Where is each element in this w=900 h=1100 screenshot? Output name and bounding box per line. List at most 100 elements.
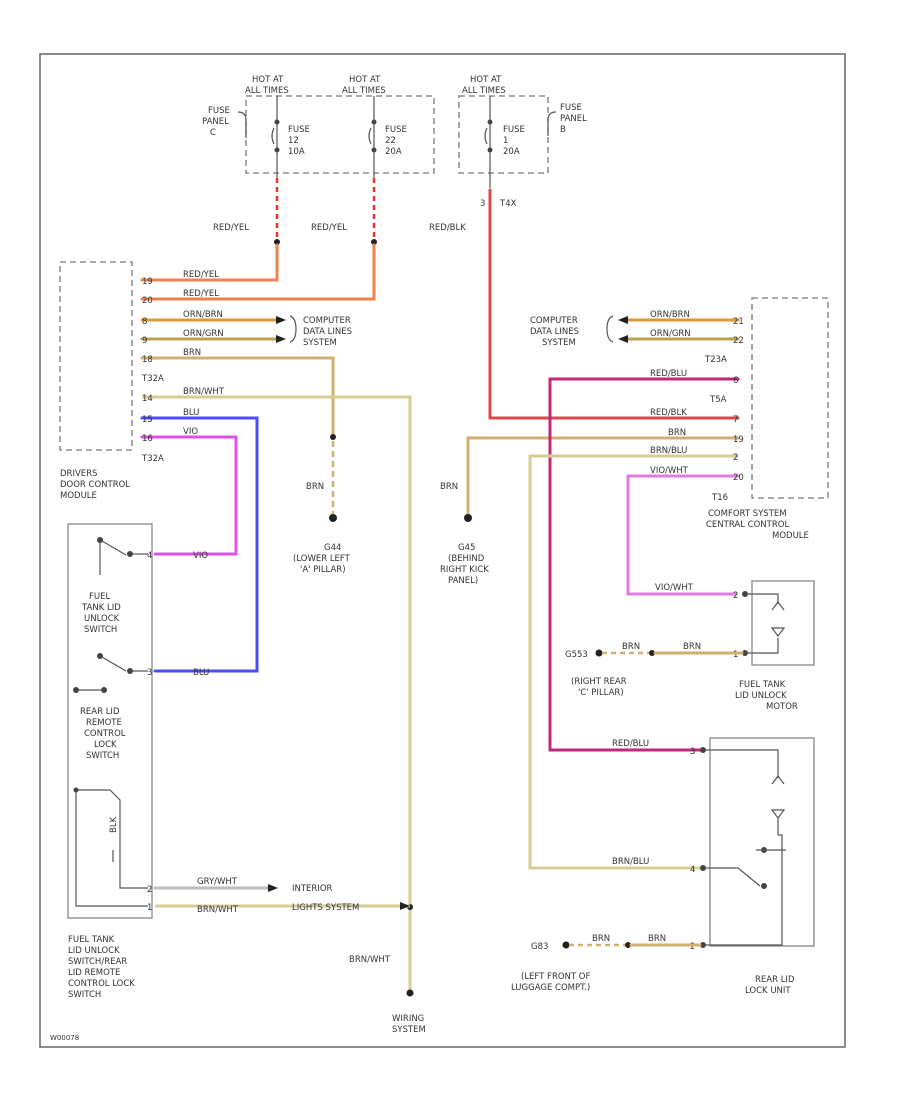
switch-fuel-label-4: SWITCH [84, 625, 117, 635]
comfort-wire-label-6: BRN/BLU [650, 446, 687, 456]
switch-name-3: SWITCH/REAR [68, 957, 127, 967]
g45-label-2: (BEHIND [448, 554, 485, 564]
comfort-wire-label-3: RED/BLU [650, 369, 687, 379]
comfort-wire-label-2: ORN/GRN [650, 329, 691, 339]
driver-wire-label-4: ORN/GRN [183, 329, 224, 339]
comfort-wire-label-1: ORN/BRN [650, 310, 690, 320]
rear-lock-pin-4: 4 [690, 865, 695, 875]
comfort-wire-label-7: VIO/WHT [650, 466, 689, 476]
hot-label-2b: ALL TIMES [342, 86, 386, 96]
fuse-panel-b-label-3: B [560, 125, 566, 135]
switch-rear-label-1: REAR LID [80, 707, 120, 717]
g45-label-1: G45 [458, 543, 475, 553]
driver-pin-20: 20 [142, 296, 153, 306]
fuse-panel-c-label-3: C [210, 128, 216, 138]
comfort-data-lines-1: COMPUTER [530, 316, 578, 326]
driver-pin-18: 18 [142, 355, 153, 365]
switch-name-4: LID REMOTE [68, 968, 120, 978]
comfort-connector-t5a: T5A [709, 395, 727, 405]
hot-label-1a: HOT AT [252, 75, 284, 85]
switch-rear-label-5: SWITCH [86, 751, 119, 761]
figure-id: W00078 [50, 1034, 79, 1042]
driver-pin-19: 19 [142, 277, 153, 287]
interior-label-1: INTERIOR [292, 884, 333, 894]
fuse-12-label-1: FUSE [288, 125, 310, 135]
fuel-motor-pin-2: 2 [733, 591, 738, 601]
fuel-motor-name-3: MOTOR [766, 702, 798, 712]
driver-module-name-2: DOOR CONTROL [60, 480, 130, 490]
fuse-12-label-2: 12 [288, 136, 299, 146]
driver-data-lines-3: SYSTEM [303, 338, 337, 348]
driver-data-lines-1: COMPUTER [303, 316, 351, 326]
fuse-12-label-3: 10A [288, 147, 305, 157]
g45-label-3: RIGHT KICK [440, 565, 489, 575]
driver-module-name-3: MODULE [60, 491, 97, 501]
wiring-system-label-1: WIRING [392, 1014, 424, 1024]
driver-wire-label-2: RED/YEL [183, 289, 219, 299]
fuse-1-label-1: FUSE [503, 125, 525, 135]
interior-lights-ref: INTERIOR LIGHTS SYSTEM [292, 884, 359, 913]
t4x-pin: 3 [480, 199, 485, 209]
diagram-frame [39, 53, 846, 1048]
driver-wire-label-1: RED/YEL [183, 270, 219, 280]
switch-pin-2: 2 [147, 885, 152, 895]
wire-label-red-yel-1: RED/YEL [213, 223, 249, 233]
switch-rear-label-3: CONTROL [84, 729, 126, 739]
fuse-panel-c-label-1: FUSE [208, 106, 230, 116]
driver-wire-label-3: ORN/BRN [183, 310, 223, 320]
g553-brn-b: BRN [683, 642, 701, 652]
t4x-connector: T4X [499, 199, 517, 209]
switch-name-1: FUEL TANK [68, 935, 115, 945]
wiring-system-ref: WIRING SYSTEM [392, 1014, 426, 1035]
driver-pin-9: 9 [142, 336, 147, 346]
driver-connector-t32a-2: T32A [141, 454, 164, 464]
hot-label-3a: HOT AT [470, 75, 502, 85]
wire-label-brn-g44: BRN [306, 482, 324, 492]
fuse-panel-b-label-2: PANEL [560, 114, 587, 124]
wiring-system-label-2: SYSTEM [392, 1025, 426, 1035]
comfort-wire-label-5: BRN [668, 428, 686, 438]
wire-label-brn-wht-main: BRN/WHT [349, 955, 391, 965]
g44-label-2: (LOWER LEFT [293, 554, 351, 564]
g83-brn-a: BRN [592, 934, 610, 944]
switch-name-2: LID UNLOCK [68, 946, 120, 956]
rear-lock-wire-top: RED/BLU [612, 739, 649, 749]
g83-loc-2: LUGGAGE COMPT.) [511, 983, 590, 993]
comfort-wire-label-4: RED/BLK [650, 408, 687, 418]
switch-vio-label: VIO [193, 551, 208, 561]
ground-g44: G44 (LOWER LEFT 'A' PILLAR) [293, 543, 351, 575]
driver-wire-label-6: BRN/WHT [183, 387, 225, 397]
g83-label: G83 [531, 942, 548, 952]
fuel-motor-name-1: FUEL TANK [739, 680, 786, 690]
comfort-module-name-2: CENTRAL CONTROL [706, 520, 789, 530]
fuse-panel-b: HOT AT ALL TIMES FUSE PANEL B FUSE 1 20A… [458, 75, 587, 209]
g45-label-4: PANEL) [448, 576, 478, 586]
switch-rear-label-4: LOCK [94, 740, 117, 750]
g44-label-3: 'A' PILLAR) [300, 565, 346, 575]
driver-wire-label-7: BLU [183, 408, 199, 418]
hot-label-3b: ALL TIMES [462, 86, 506, 96]
switch-pin-1: 1 [147, 903, 152, 913]
rear-lock-pin-2: 2 [690, 942, 695, 952]
rear-lock-name-1: REAR LID [755, 975, 795, 985]
fuse-22-label-2: 22 [385, 136, 396, 146]
rear-lid-lock-unit: 3 4 2 RED/BLU BRN/BLU REAR LID LOCK UNIT [612, 737, 815, 996]
rear-lock-wire-mid: BRN/BLU [612, 857, 649, 867]
driver-pin-8: 8 [142, 317, 147, 327]
switch-rear-label-2: REMOTE [86, 718, 122, 728]
wire-label-brn-g45: BRN [440, 482, 458, 492]
fuse-22-label-1: FUSE [385, 125, 407, 135]
switch-name-6: SWITCH [68, 990, 101, 1000]
fuel-motor-pin-1: 1 [733, 650, 738, 660]
switch-name-5: CONTROL LOCK [68, 979, 135, 989]
fuse-panel-c: HOT AT ALL TIMES HOT AT ALL TIMES FUSE P… [202, 75, 435, 178]
rear-lock-pin-3: 3 [690, 747, 695, 757]
comfort-module-name-1: COMFORT SYSTEM [708, 509, 787, 519]
driver-pin-15: 15 [142, 415, 153, 425]
comfort-module-name-3: MODULE [772, 531, 809, 541]
driver-connector-t32a-1: T32A [141, 374, 164, 384]
switch-fuel-label-3: UNLOCK [84, 614, 120, 624]
comfort-pin-22: 22 [733, 336, 744, 346]
interior-label-2: LIGHTS SYSTEM [292, 903, 359, 913]
